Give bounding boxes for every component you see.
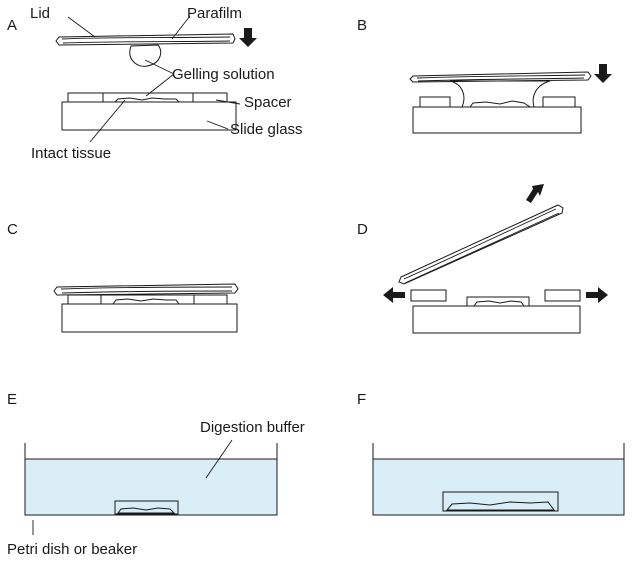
gel-expanded xyxy=(442,491,559,512)
gelling-solution-spread xyxy=(449,80,551,108)
panel-e: E Digestion buffer Petri dish or beaker xyxy=(7,391,305,558)
leader-lid xyxy=(67,16,96,38)
parafilm xyxy=(416,74,586,82)
parafilm xyxy=(61,36,231,44)
arrow-down-icon xyxy=(239,28,257,47)
spacer-left xyxy=(67,92,104,103)
label-digestion-buffer: Digestion buffer xyxy=(200,419,305,436)
parafilm xyxy=(60,286,233,294)
lid xyxy=(55,33,236,46)
panel-letter-b: B xyxy=(357,17,367,34)
arrow-right-icon xyxy=(586,287,608,303)
leader-spacer xyxy=(215,99,241,105)
panel-letter-a: A xyxy=(7,17,17,34)
digestion-buffer xyxy=(373,459,624,515)
label-spacer: Spacer xyxy=(244,94,292,111)
label-slide-glass: Slide glass xyxy=(230,121,303,138)
intact-tissue xyxy=(473,300,525,307)
spacer-left xyxy=(410,289,447,302)
intact-tissue xyxy=(113,97,181,103)
leader-intact-tissue xyxy=(89,99,126,143)
spacer-left xyxy=(67,294,102,305)
panel-letter-c: C xyxy=(7,221,18,238)
slide-glass xyxy=(412,305,581,334)
gel xyxy=(114,500,179,515)
spacer-left xyxy=(419,96,451,108)
panel-letter-e: E xyxy=(7,391,17,408)
label-lid: Lid xyxy=(30,5,50,22)
arrow-up-right-icon xyxy=(526,184,544,203)
lid xyxy=(409,71,592,83)
petri-dish-or-beaker xyxy=(24,443,278,516)
gelling-solution-droplet xyxy=(129,44,162,67)
panel-c: C xyxy=(7,221,239,333)
label-petri-dish-or-beaker: Petri dish or beaker xyxy=(7,541,137,558)
petri-dish-or-beaker xyxy=(372,443,625,516)
panel-d: D xyxy=(357,184,608,334)
intact-tissue xyxy=(469,100,532,108)
intact-tissue-expanded xyxy=(445,501,555,511)
lid xyxy=(398,204,564,285)
spacer-right xyxy=(193,294,228,305)
slide-glass xyxy=(412,106,582,134)
spacer-right xyxy=(544,289,581,302)
spacer-right xyxy=(542,96,576,108)
arrow-left-icon xyxy=(383,287,405,303)
leader-gelling-solution xyxy=(144,59,175,97)
panel-a: A Lid Parafilm Gelling solution Spacer S… xyxy=(7,5,303,162)
label-gelling-solution: Gelling solution xyxy=(172,66,275,83)
label-intact-tissue: Intact tissue xyxy=(31,145,111,162)
parafilm xyxy=(403,208,560,284)
leader-parafilm xyxy=(171,15,191,40)
label-parafilm: Parafilm xyxy=(187,5,242,22)
panel-letter-f: F xyxy=(357,391,366,408)
digestion-buffer xyxy=(25,459,277,515)
intact-tissue xyxy=(112,298,180,305)
leader-slide-glass xyxy=(206,120,229,130)
slide-glass xyxy=(61,101,237,131)
leader-digestion-buffer xyxy=(205,439,233,479)
intact-tissue xyxy=(117,507,176,514)
lid xyxy=(53,283,239,296)
panel-f: F xyxy=(357,391,625,516)
panel-b: B xyxy=(357,17,612,134)
arrow-down-icon xyxy=(594,64,612,83)
panel-letter-d: D xyxy=(357,221,368,238)
slide-glass xyxy=(61,303,238,333)
